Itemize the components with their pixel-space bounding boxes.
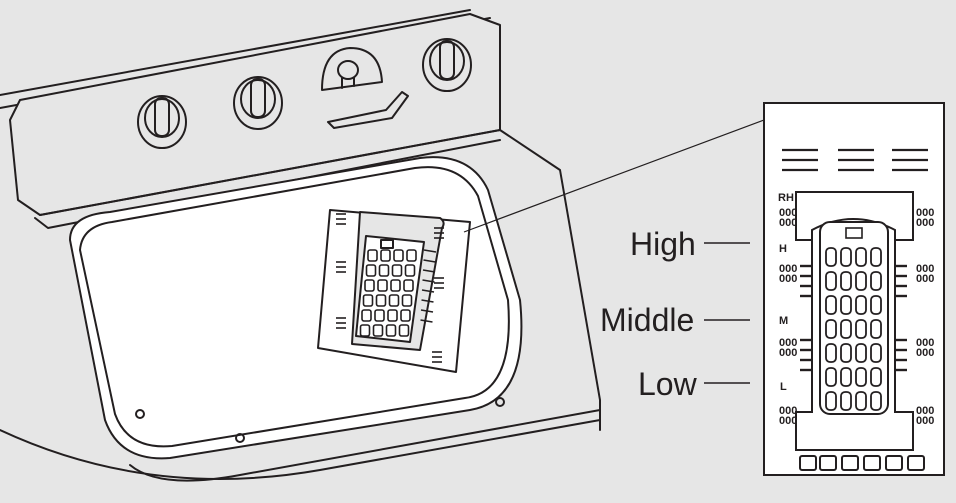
cage-cell <box>825 271 837 291</box>
tub-filter-cell <box>362 294 374 307</box>
marking-digits: 000 <box>916 207 934 219</box>
tub-filter-cell <box>406 249 417 262</box>
tub-filter-cell <box>380 249 391 262</box>
cage-cell <box>870 343 882 363</box>
marking-digits: 000 <box>779 217 797 229</box>
cage-cell <box>840 391 852 411</box>
tub-filter-cell <box>404 264 416 277</box>
filter-detail-panel: RH H M L 0000000000000000000000000000000… <box>763 102 945 476</box>
tub-filter-cell <box>385 324 397 337</box>
marking-digits: 000 <box>779 263 797 275</box>
marking-digits: 000 <box>779 405 797 417</box>
marking-digits: 000 <box>916 217 934 229</box>
foot-slot <box>907 455 925 471</box>
tub-filter-cell <box>374 309 385 322</box>
cage-cell <box>825 391 837 411</box>
marking-digits: 000 <box>779 207 797 219</box>
marking-digits: 000 <box>916 273 934 285</box>
cage-cell <box>825 295 837 315</box>
cage-cell <box>870 319 882 339</box>
tub-filter-cell <box>359 324 371 337</box>
foot-slot <box>885 455 903 471</box>
foot-slot <box>841 455 859 471</box>
foot-slot <box>799 455 817 471</box>
tub-filter-cell <box>365 264 377 277</box>
zoom-line-top <box>463 119 765 233</box>
tub-filter-cell <box>393 249 404 262</box>
tub-filter-cell <box>367 249 378 262</box>
cage-cell <box>825 367 837 387</box>
tub-filter-cell <box>390 279 401 292</box>
knob-2-icon <box>233 76 283 130</box>
cage-cell <box>855 391 867 411</box>
marking-digits: 000 <box>916 263 934 275</box>
cage-cell <box>870 391 882 411</box>
tub-filter-cell <box>361 309 372 322</box>
foot-slot <box>863 455 881 471</box>
cage-cell <box>840 295 852 315</box>
cage-cell <box>855 247 867 267</box>
marking-digits: 000 <box>779 337 797 349</box>
cage-cell <box>825 247 837 267</box>
marking-rh: RH <box>778 192 794 204</box>
cage-cell <box>855 295 867 315</box>
cage-cell <box>870 247 882 267</box>
marking-digits: 000 <box>779 415 797 427</box>
tub-filter-cell <box>398 324 410 337</box>
cage-cell <box>870 367 882 387</box>
cage-cell <box>825 343 837 363</box>
marking-l: L <box>780 381 787 393</box>
callout-middle: Middle <box>600 302 695 338</box>
marking-h: H <box>779 243 787 255</box>
marking-digits: 000 <box>916 347 934 359</box>
marking-digits: 000 <box>916 415 934 427</box>
tub-filter-rib <box>421 289 435 293</box>
cage-cell <box>855 319 867 339</box>
cage-cell <box>870 271 882 291</box>
tub-filter-cell <box>378 264 390 277</box>
tub-filter-cell <box>401 294 413 307</box>
marking-digits: 000 <box>916 337 934 349</box>
tub-filter-rib <box>423 259 436 263</box>
washing-machine-illustration <box>0 9 601 482</box>
knob-1-icon <box>137 95 187 149</box>
callout-low: Low <box>638 366 697 402</box>
cage-cell <box>825 319 837 339</box>
marking-m: M <box>779 315 788 327</box>
marking-digits: 000 <box>779 347 797 359</box>
tub-filter-cell <box>375 294 387 307</box>
cage-cell <box>855 367 867 387</box>
cage-cell <box>840 319 852 339</box>
timer-dial-icon <box>321 47 409 129</box>
tub-filter-cell <box>377 279 388 292</box>
tub-filter-rib <box>423 249 437 253</box>
cage-cell <box>840 271 852 291</box>
cage-cell <box>870 295 882 315</box>
tub-filter-grid <box>336 213 444 363</box>
tub-filter-cell <box>391 264 403 277</box>
tub-filter-cell <box>372 324 384 337</box>
foot-slot <box>819 455 837 471</box>
tub-filter-rib <box>422 279 435 283</box>
tub-filter-cell <box>387 309 398 322</box>
marking-digits: 000 <box>779 273 797 285</box>
tub-filter-cell <box>400 309 411 322</box>
callout-high: High <box>630 226 696 262</box>
tub-filter-rib <box>422 269 436 273</box>
cage-cell <box>840 367 852 387</box>
tub-filter-rib <box>420 309 434 313</box>
cage-cell <box>855 343 867 363</box>
tub-filter-cell <box>388 294 400 307</box>
tub-filter-rib <box>420 319 433 323</box>
cage-cell <box>840 343 852 363</box>
knob-3-icon <box>422 38 472 92</box>
tub-filter-cell <box>403 279 414 292</box>
cage-cell <box>840 247 852 267</box>
cage-cell <box>855 271 867 291</box>
tub-filter-cell <box>364 279 375 292</box>
tub-filter-rib <box>421 299 434 303</box>
marking-digits: 000 <box>916 405 934 417</box>
